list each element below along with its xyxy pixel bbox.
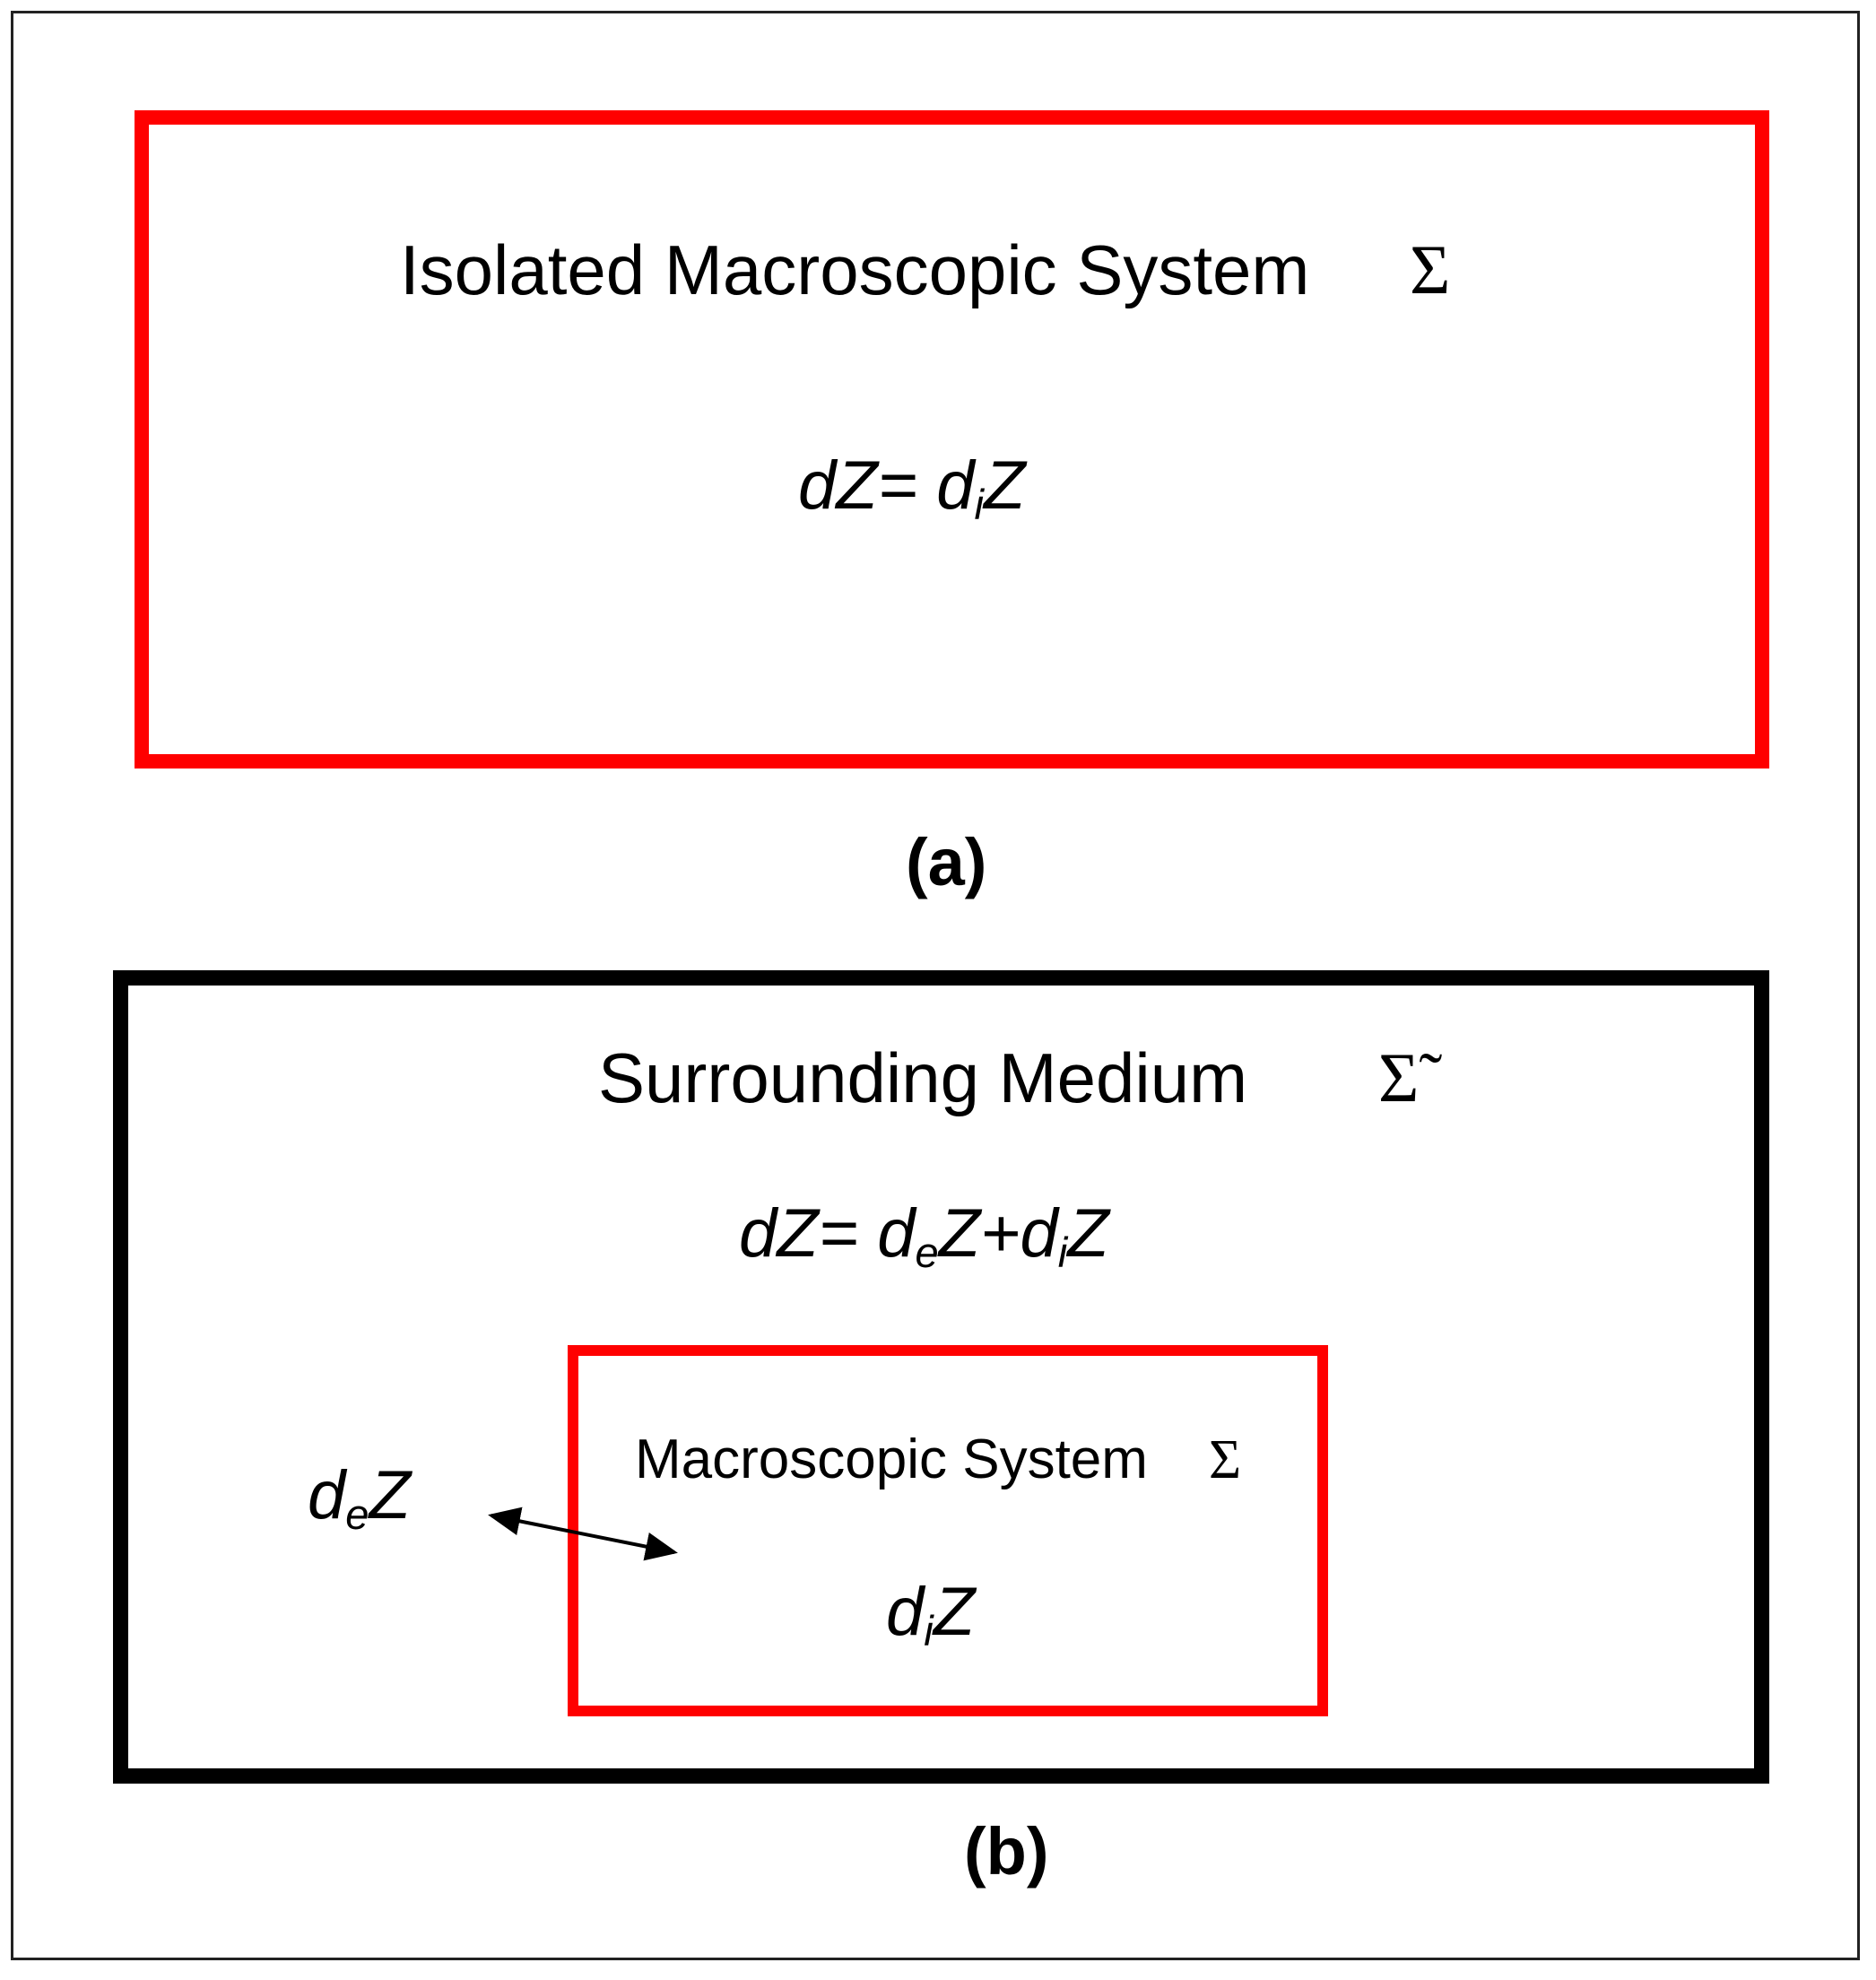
sigma-tilde-symbol: Σ̃ — [1378, 1038, 1420, 1116]
surrounding-medium-box — [113, 970, 1769, 1784]
term-z: Z — [369, 1457, 411, 1533]
sigma-symbol-b: Σ — [1209, 1429, 1242, 1490]
term-d: d — [308, 1457, 346, 1533]
term-subscript: e — [345, 1489, 369, 1538]
macroscopic-system-title: Macroscopic System — [635, 1429, 1148, 1490]
macroscopic-system-box — [568, 1345, 1328, 1716]
panel-caption-a: (a) — [906, 825, 987, 899]
surrounding-medium-title: Surrounding Medium — [598, 1038, 1248, 1117]
isolated-system-equation: dZ= diZ — [798, 452, 1025, 525]
equation-lhs: dZ= — [739, 1195, 859, 1272]
equation-term2-d: d — [1020, 1195, 1058, 1272]
equation-term1-z: Z+ — [938, 1195, 1021, 1272]
term-z: Z — [933, 1574, 976, 1650]
term-d: d — [886, 1574, 925, 1650]
equation-lhs: dZ= — [798, 447, 918, 524]
open-system-equation: dZ= deZ+diZ — [739, 1200, 1109, 1273]
equation-rhs-d: d — [936, 447, 975, 524]
equation-term1-d: d — [877, 1195, 916, 1272]
exchange-term: deZ — [308, 1462, 411, 1535]
equation-rhs-z: Z — [983, 447, 1026, 524]
figure-frame — [11, 11, 1860, 1960]
term-subscript: i — [924, 1606, 934, 1654]
equation-term2-subscript: i — [1057, 1228, 1068, 1276]
equation-rhs-subscript: i — [974, 480, 984, 528]
isolated-system-box — [135, 110, 1769, 769]
equation-term1-subscript: e — [915, 1228, 939, 1276]
equation-term2-z: Z — [1067, 1195, 1109, 1272]
double-headed-arrow — [488, 1507, 678, 1561]
isolated-system-title: Isolated Macroscopic System — [400, 230, 1310, 309]
sigma-symbol-a: Σ — [1410, 230, 1451, 308]
internal-change-term: diZ — [886, 1578, 975, 1652]
panel-caption-b: (b) — [964, 1814, 1049, 1889]
